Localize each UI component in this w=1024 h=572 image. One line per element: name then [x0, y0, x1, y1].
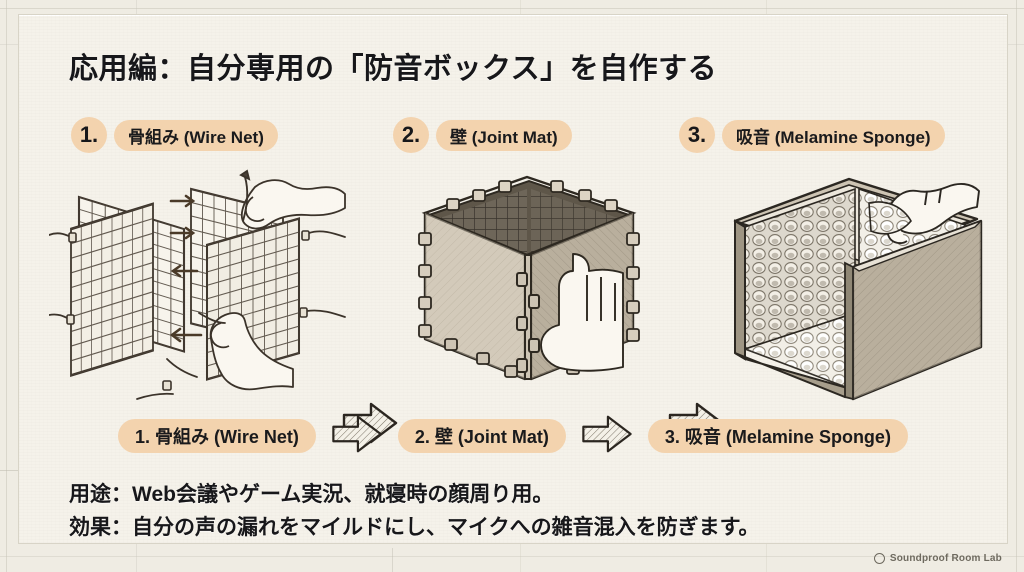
flow-item-1[interactable]: 1. 骨組み (Wire Net) — [118, 419, 316, 453]
notes-block: 用途：Web会議やゲーム実況、就寝時の顔周り用。 効果：自分の声の漏れをマイルド… — [69, 479, 759, 544]
step-2-label: 壁 (Joint Mat) — [436, 119, 572, 151]
step-3-label: 吸音 (Melamine Sponge) — [722, 119, 945, 151]
infographic-card: 応用編：自分専用の「防音ボックス」を自作する 1. 骨組み (Wire Net)… — [18, 14, 1008, 544]
illustration-joint-mat — [397, 163, 667, 413]
flow-item-2[interactable]: 2. 壁 (Joint Mat) — [397, 419, 566, 453]
step-3-number: 3. — [679, 117, 715, 153]
top-step-2[interactable]: 2. 壁 (Joint Mat) — [393, 117, 572, 153]
step-2-number: 2. — [393, 117, 429, 153]
process-flow-row: 1. 骨組み (Wire Net) 2. 壁 (Joint Mat) 3. 吸音… — [19, 415, 1007, 457]
step-1-label: 骨組み (Wire Net) — [114, 119, 278, 151]
note-effect: 効果：自分の声の漏れをマイルドにし、マイクへの雑音混入を防ぎます。 — [69, 515, 760, 539]
flow-item-3[interactable]: 3. 吸音 (Melamine Sponge) — [647, 419, 908, 453]
page-title: 応用編：自分専用の「防音ボックス」を自作する — [69, 53, 718, 85]
flow-arrow-2 — [580, 414, 634, 459]
top-step-1[interactable]: 1. 骨組み (Wire Net) — [71, 117, 278, 153]
flow-arrow-1 — [330, 414, 384, 459]
footer-copyright: Soundproof Room Lab — [873, 553, 1002, 564]
note-usage: 用途：Web会議やゲーム実況、就寝時の顔周り用。 — [69, 483, 554, 506]
step-1-number: 1. — [71, 117, 107, 153]
top-step-3[interactable]: 3. 吸音 (Melamine Sponge) — [679, 117, 945, 153]
illustration-melamine-sponge — [719, 163, 999, 413]
illustration-row — [19, 163, 1007, 444]
copyright-text: Soundproof Room Lab — [889, 553, 1002, 564]
copyright-icon — [873, 553, 885, 564]
illustration-wire-net — [49, 163, 349, 413]
top-step-row: 1. 骨組み (Wire Net) 2. 壁 (Joint Mat) 3. 吸音… — [19, 117, 1007, 157]
